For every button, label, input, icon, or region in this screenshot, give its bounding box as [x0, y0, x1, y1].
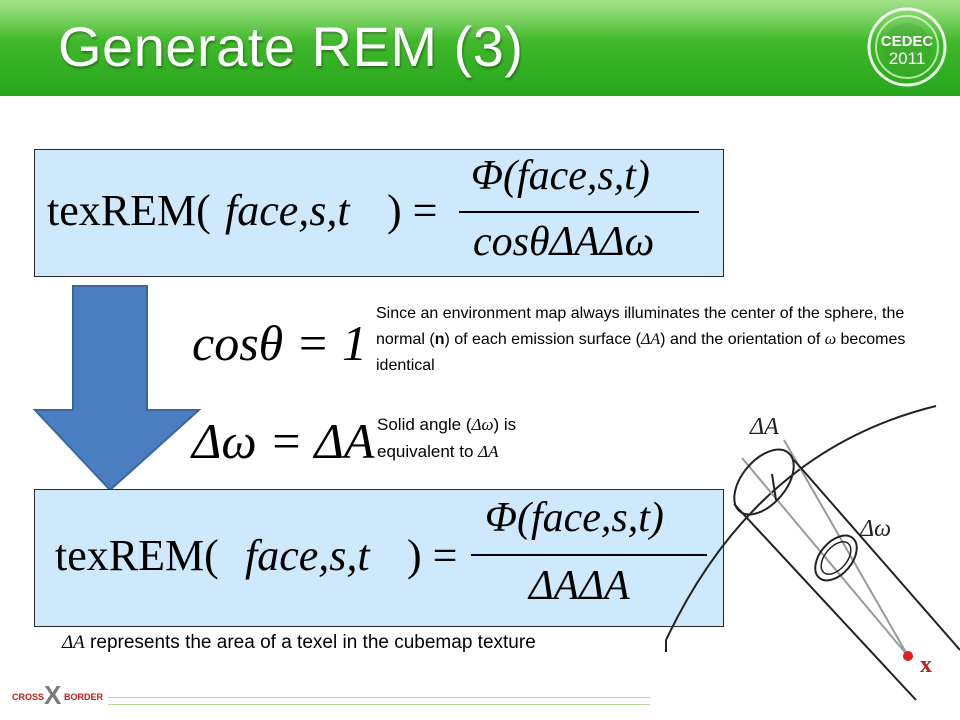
formula-bottom-lhs-close: ) =: [407, 531, 458, 580]
formula-bottom-fraction-line: [471, 554, 707, 556]
formula-top-denominator: cosθΔAΔω: [473, 219, 655, 265]
formula-bottom-denominator: ΔAΔA: [529, 563, 630, 609]
sphere-arc: [665, 405, 937, 641]
formula-cos: cosθ = 1: [192, 315, 367, 371]
cedec-logo: CEDEC 2011: [867, 7, 947, 87]
footer-logo-left: CROSS: [12, 692, 44, 702]
cone-line-2: [783, 439, 909, 657]
formula-box-bottom: texREM( face,s,t ) = Φ(face,s,t) ΔAΔA: [34, 489, 724, 627]
formula-bottom-numerator: Φ(face,s,t): [485, 495, 664, 541]
logo-line2: 2011: [889, 49, 926, 68]
crossborder-logo: CROSS X BORDER: [12, 680, 104, 710]
diagram-label-dw: Δω: [859, 516, 891, 542]
diagram-label-x: x: [920, 652, 932, 678]
point-x-dot: [903, 651, 913, 661]
formula-solid-angle: Δω = ΔA: [192, 413, 375, 469]
footer-logo-right: BORDER: [64, 692, 104, 702]
diagram-label-dA: ΔA: [749, 414, 779, 440]
solid-angle-diagram: ΔA Δω x: [665, 405, 960, 701]
formula-bottom-lhs-args: face,s,t: [245, 531, 370, 580]
beam-edge-left: [733, 503, 917, 701]
footer-logo-mark: X: [44, 680, 62, 710]
formula-top-numerator: Φ(face,s,t): [471, 153, 650, 199]
formula-top-lhs-close: ) =: [387, 186, 438, 235]
caption-texel-area: ΔA represents the area of a texel in the…: [62, 632, 536, 653]
down-arrow-icon: [33, 285, 201, 492]
cone-line-1: [741, 457, 909, 657]
note-normal-explanation: Since an environment map always illumina…: [376, 305, 906, 374]
slide-title: Generate REM (3): [58, 15, 524, 78]
formula-top-lhs-fn: texREM(: [47, 186, 211, 235]
formula-top-fraction-line: [459, 211, 699, 213]
solid-angle-ellipse: [814, 534, 858, 582]
footer-divider: [108, 697, 650, 705]
formula-top-lhs-args: face,s,t: [225, 186, 350, 235]
title-bar: Generate REM (3) CEDEC 2011: [0, 0, 960, 96]
formula-bottom-lhs-fn: texREM(: [55, 531, 219, 580]
normal-tick: [771, 473, 777, 501]
formula-box-top: texREM( face,s,t ) = Φ(face,s,t) cosθΔAΔ…: [34, 149, 724, 277]
note-solid-angle: Solid angle (Δω) is equivalent to ΔA: [377, 415, 517, 461]
emission-surface-ellipse: [733, 448, 795, 516]
beam-edge-right: [793, 459, 960, 651]
logo-line1: CEDEC: [881, 33, 934, 50]
